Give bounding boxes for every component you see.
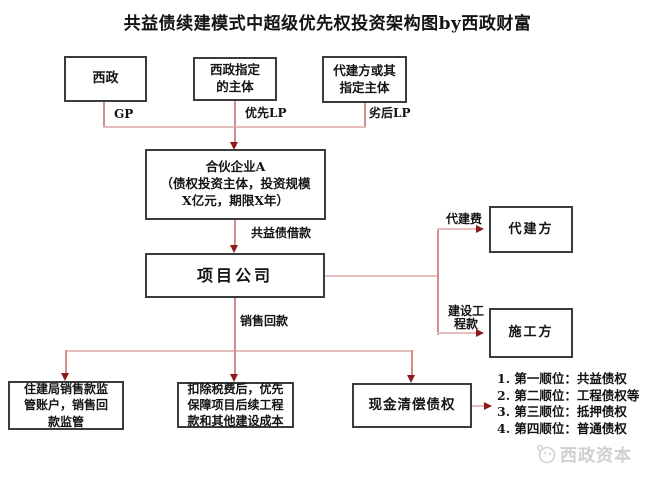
edge-construction-line [437,332,477,334]
arrowhead-into-regulator [61,373,69,381]
edge-label-subordinated-lp: 劣后LP [369,106,411,120]
edge-agency-fee-line [437,228,477,230]
node-regulated-account: 住建局销售款监 管账户，销售回 款监管 [8,381,124,430]
watermark-text: 西政资本 [560,446,632,466]
sales-connector-line [65,350,413,352]
xizheng-capital-logo-icon [536,444,556,463]
node-agent-or-designated: 代建方或其 指定主体 [322,56,407,103]
priority-item-4: 4. 第四顺位：普通债权 [497,420,627,436]
arrowhead-into-taxes [230,374,238,382]
edge-loan-line [234,220,236,246]
edge-sales-line [234,298,236,352]
node-agent: 代建方 [489,206,573,253]
edge-label-sales: 销售回款 [240,314,289,328]
priority-item-1: 1. 第一顺位：共益债权 [497,371,627,386]
edge-label-priority-lp: 优先LP [245,106,287,120]
node-partnership: 合伙企业A （债权投资主体，投资规模 X亿元，期限X年） [145,149,326,220]
edge-label-agency-fee: 代建费 [446,212,483,226]
node-tax-priority: 扣除税费后，优先 保障项目后续工程 款和其他建设成本 [177,382,294,428]
right-branch-line [437,228,439,335]
arrowhead-into-cash [407,375,415,383]
arrowhead-into-project [230,245,238,253]
project-right-line [325,275,439,277]
arrowhead-into-list [484,402,492,410]
edge-to-cash-line [411,350,413,375]
node-project-company: 项目公司 [145,253,325,298]
edge-to-list-line [472,405,486,407]
edge-label-construction: 建设工 程款 [447,304,484,332]
edge-into-partnership-line [234,127,236,143]
node-xizheng: 西政 [64,56,147,102]
watermark: 西政资本 [536,441,632,466]
edge-subordinated-lp-line [364,103,366,127]
arrowhead-into-builder [476,329,484,337]
node-designated-entity: 西政指定 的主体 [193,57,277,101]
arrowhead-into-partnership [230,142,238,150]
diagram-title: 共益债续建模式中超级优先权投资架构图by西政财富 [123,14,532,34]
node-cash-settlement: 现金清偿债权 [352,383,472,428]
priority-item-2: 2. 第二顺位：工程债权等 [497,387,640,403]
priority-item-3: 3. 第三顺位：抵押债权 [497,404,627,419]
edge-label-gp: GP [114,107,134,121]
arrowhead-into-agent [476,225,484,233]
edge-priority-lp-line [234,101,236,127]
edge-to-regulator-line [65,350,67,374]
edge-label-loan: 共益债借款 [251,226,312,240]
edge-to-taxes-line [234,350,236,374]
node-builder: 施工方 [489,308,573,358]
edge-gp-line [103,102,105,127]
priority-order-list: 1. 第一顺位：共益债权 2. 第二顺位：工程债权等 3. 第三顺位：抵押债权 … [497,371,639,437]
